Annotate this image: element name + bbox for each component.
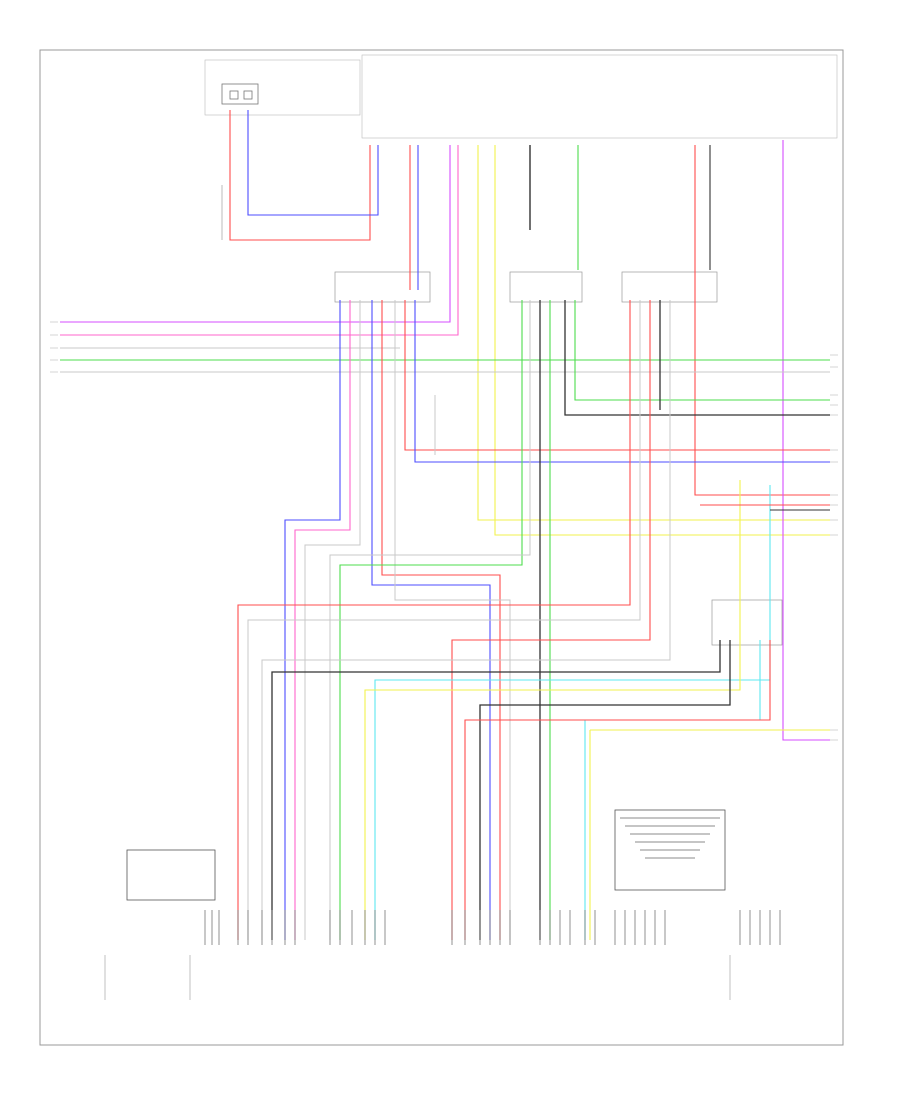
wire-pink-2 xyxy=(294,300,351,940)
connector-right-center xyxy=(621,271,718,303)
wire-blue-5 xyxy=(371,300,491,940)
wire-yellow-1 xyxy=(477,145,830,521)
wire-blue-4 xyxy=(284,300,341,940)
wire-black-6 xyxy=(271,640,721,940)
wire-cyan-2 xyxy=(584,640,761,940)
wire-gray-5 xyxy=(304,300,361,940)
wire-red-6 xyxy=(237,300,631,940)
switch-top-left xyxy=(204,59,361,116)
wire-red-1 xyxy=(229,110,371,241)
wire-red-5 xyxy=(381,300,501,940)
wire-yellow-3 xyxy=(364,480,741,940)
wire-red-7 xyxy=(451,300,651,940)
wire-cyan-1 xyxy=(374,485,771,940)
left-edge-terminals xyxy=(50,321,58,373)
wire-black-7 xyxy=(479,640,731,940)
wire-red-3 xyxy=(694,145,830,496)
wire-violet-1 xyxy=(60,145,451,323)
wire-pink-1 xyxy=(60,145,459,336)
wire-gray-7 xyxy=(329,300,531,940)
connector-left-center xyxy=(334,271,431,303)
diagram-frame xyxy=(39,49,844,1046)
wire-red-4 xyxy=(404,300,830,451)
wire-green-3 xyxy=(574,300,830,401)
wire-violet-2 xyxy=(782,140,830,741)
wire-gray-9 xyxy=(261,300,671,940)
right-edge-terminals xyxy=(830,354,838,741)
connector-right-lower xyxy=(711,599,783,646)
wire-red-8 xyxy=(464,640,771,940)
wire-green-4 xyxy=(339,300,523,940)
module-top-center xyxy=(361,54,838,139)
wire-yellow-2 xyxy=(494,145,830,536)
connector-mid-center xyxy=(509,271,583,303)
wire-black-3 xyxy=(564,300,830,416)
bottom-terminals xyxy=(204,910,781,945)
wire-blue-1 xyxy=(247,110,379,216)
wire-gray-6 xyxy=(394,300,511,940)
wire-gray-8 xyxy=(247,300,641,940)
unit-bottom-right xyxy=(614,809,726,891)
sensor-bottom-left xyxy=(104,849,216,1000)
wire-blue-3 xyxy=(414,300,830,463)
